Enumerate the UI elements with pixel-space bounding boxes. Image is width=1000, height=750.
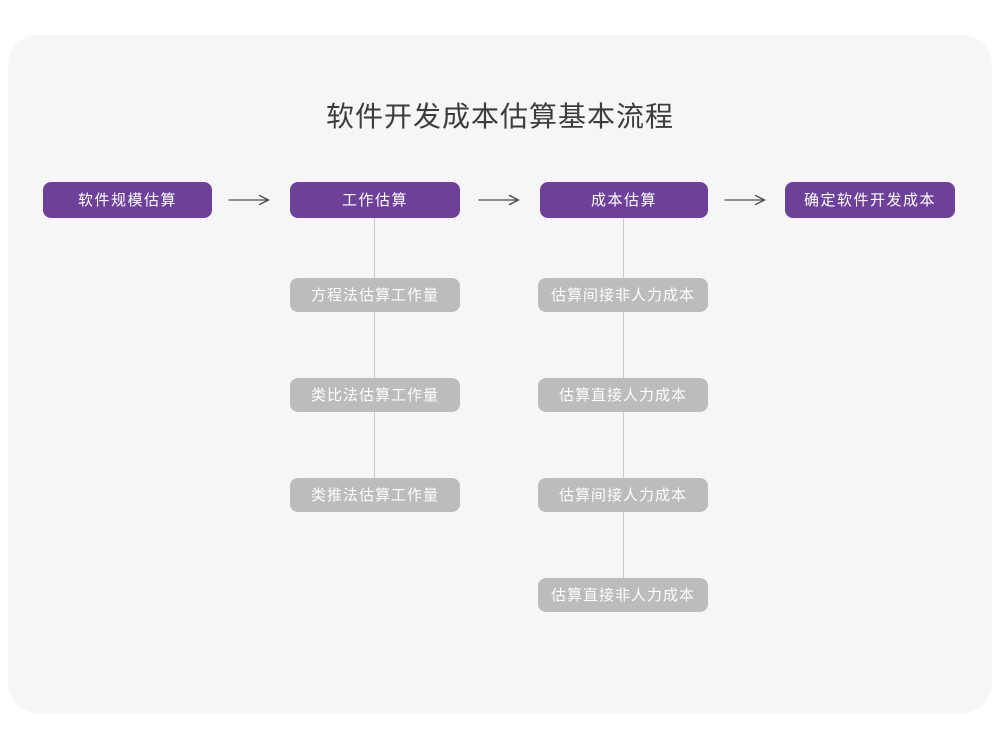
flow-step-work-estimation: 工作估算 (290, 182, 460, 218)
branch-connector-work-estimation (374, 218, 375, 495)
branch-item-equation-method: 方程法估算工作量 (290, 278, 460, 312)
right-arrow-icon (228, 194, 270, 206)
branch-item-direct-nonlabor-cost: 估算直接非人力成本 (538, 578, 708, 612)
branch-item-direct-labor-cost: 估算直接人力成本 (538, 378, 708, 412)
flow-step-determine-development-cost: 确定软件开发成本 (785, 182, 955, 218)
right-arrow-icon (724, 194, 766, 206)
branch-item-indirect-labor-cost: 估算间接人力成本 (538, 478, 708, 512)
flow-step-software-scale-estimation: 软件规模估算 (43, 182, 212, 218)
branch-item-extrapolation-method: 类推法估算工作量 (290, 478, 460, 512)
right-arrow-icon (478, 194, 520, 206)
diagram-card (8, 35, 992, 713)
diagram-title: 软件开发成本估算基本流程 (325, 100, 674, 133)
flow-step-cost-estimation: 成本估算 (540, 182, 708, 218)
branch-item-indirect-nonlabor-cost: 估算间接非人力成本 (538, 278, 708, 312)
branch-item-analogy-method: 类比法估算工作量 (290, 378, 460, 412)
